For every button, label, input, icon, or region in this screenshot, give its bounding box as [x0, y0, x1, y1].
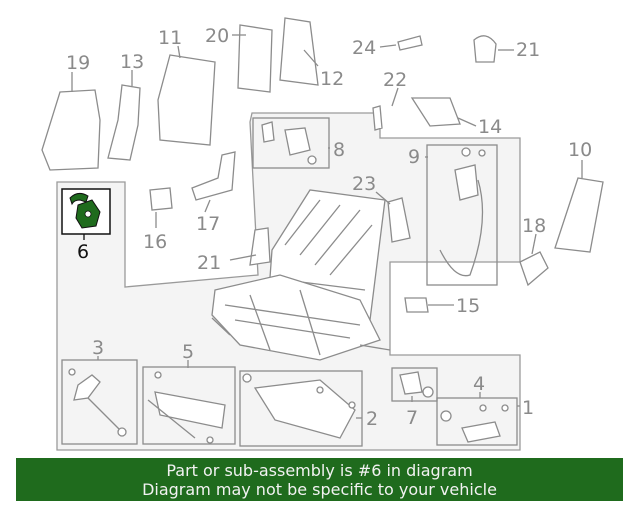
banner-line-2: Diagram may not be specific to your vehi… — [142, 480, 497, 499]
callout-5: 5 — [182, 341, 194, 363]
part-14-bracket — [410, 97, 461, 127]
banner-line-1: Part or sub-assembly is #6 in diagram — [166, 461, 473, 480]
part-13-pad — [107, 84, 141, 161]
callout-11: 11 — [158, 27, 182, 49]
part-24-handle — [397, 35, 423, 51]
callout-1: 1 — [522, 397, 534, 419]
box-part-3 — [61, 359, 138, 445]
part-7-clip — [399, 371, 434, 398]
callout-6[interactable]: 6 — [77, 241, 89, 263]
part-21-side-trim — [249, 227, 271, 266]
callout-18: 18 — [522, 215, 546, 237]
part-3-harness — [68, 368, 127, 437]
part-16-clip — [149, 187, 173, 211]
callout-17: 17 — [196, 213, 220, 235]
part-9-cable — [439, 147, 486, 277]
box-part-7 — [391, 367, 438, 402]
part-12-trim — [279, 17, 319, 86]
part-5-rail — [147, 371, 226, 444]
callout-24: 24 — [352, 37, 376, 59]
part-18-cover — [519, 251, 549, 287]
part-22-guide — [372, 105, 383, 131]
seat-parts-diagram: 19 13 11 20 12 24 21 22 14 8 9 10 23 18 … — [41, 17, 604, 451]
part-4-bracket — [440, 404, 509, 443]
callout-19: 19 — [66, 52, 90, 74]
callout-8: 8 — [333, 139, 345, 161]
callout-12: 12 — [320, 68, 344, 90]
part-23-latch — [387, 197, 411, 243]
box-part-8 — [252, 117, 330, 169]
part-20-trim — [237, 24, 273, 93]
box-part-2 — [239, 370, 363, 447]
callout-20: 20 — [205, 25, 229, 47]
box-part-5 — [142, 366, 236, 445]
leader-lines — [71, 34, 583, 419]
callout-22: 22 — [383, 69, 407, 91]
part-21-headrest — [473, 35, 497, 63]
part-17-bracket — [191, 151, 236, 201]
callout-10: 10 — [568, 139, 592, 161]
callout-4: 4 — [473, 373, 485, 395]
callout-14: 14 — [478, 116, 502, 138]
part-2-pan — [242, 373, 356, 439]
callout-2: 2 — [366, 408, 378, 430]
part-8-hinge — [261, 121, 317, 165]
callout-16: 16 — [143, 231, 167, 253]
callout-21-headrest: 21 — [516, 39, 540, 61]
seat-frame — [211, 189, 391, 361]
info-banner: Part or sub-assembly is #6 in diagram Di… — [16, 458, 623, 501]
box-part-9 — [426, 144, 498, 286]
callout-3: 3 — [92, 337, 104, 359]
part-6-box[interactable] — [61, 188, 111, 240]
callout-21-side: 21 — [197, 252, 221, 274]
callout-9: 9 — [408, 146, 420, 168]
part-11-back-frame — [157, 54, 216, 146]
part-10-panel — [554, 177, 604, 253]
callout-15: 15 — [456, 295, 480, 317]
callout-13: 13 — [120, 51, 144, 73]
part-15-connector — [404, 297, 429, 313]
callout-7: 7 — [406, 407, 418, 429]
box-part-4 — [436, 397, 518, 446]
part-19-seatback-cover — [41, 89, 101, 171]
callout-23: 23 — [352, 173, 376, 195]
